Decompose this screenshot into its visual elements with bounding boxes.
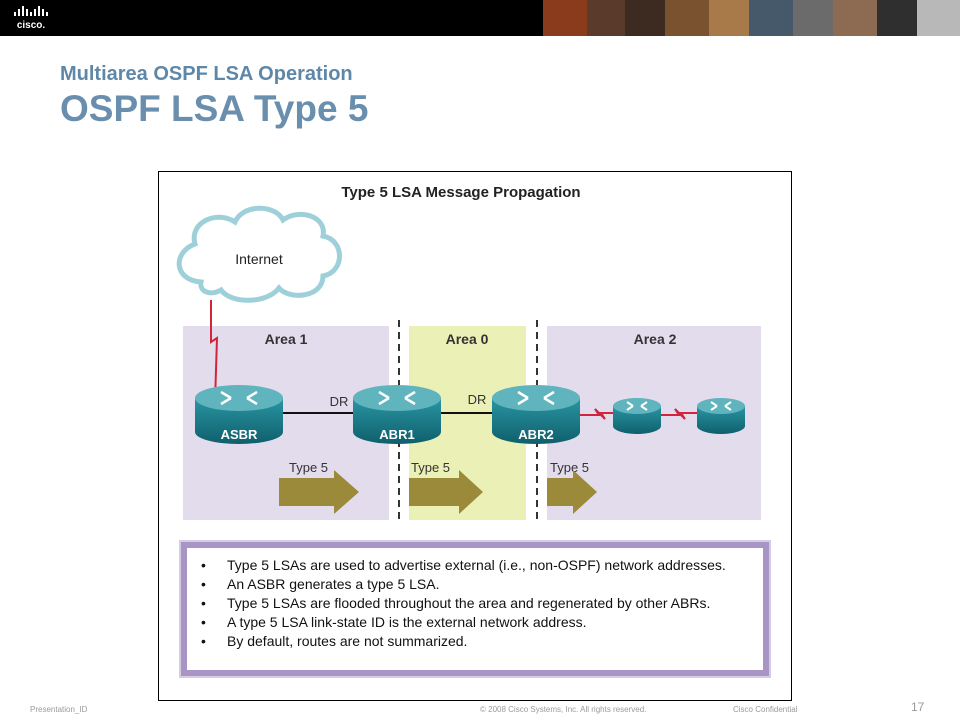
presentation-id: Presentation_ID [30, 705, 88, 714]
photo [793, 0, 833, 36]
slide-title: OSPF LSA Type 5 [60, 88, 369, 129]
type5-arrow-icon [547, 470, 597, 514]
router-area2-a [613, 398, 661, 434]
router-label: ABR1 [379, 427, 414, 442]
cisco-logo-text: cisco. [17, 20, 46, 31]
note-item: Type 5 LSAs are flooded throughout the a… [187, 594, 763, 613]
type5-arrow-icon [279, 470, 359, 514]
photo [877, 0, 917, 36]
note-item: An ASBR generates a type 5 LSA. [187, 575, 763, 594]
router-abr1: ABR1 [353, 385, 441, 444]
arrow-label: Type 5 [289, 460, 328, 475]
photo [749, 0, 793, 36]
serial-link [210, 300, 219, 403]
photo [665, 0, 709, 36]
copyright-text: © 2008 Cisco Systems, Inc. All rights re… [480, 705, 647, 714]
photo [917, 0, 960, 36]
router-arrows-icon [378, 390, 416, 406]
serial-link [661, 408, 697, 420]
confidential-text: Cisco Confidential [733, 705, 798, 714]
note-item: By default, routes are not summarized. [187, 632, 763, 651]
router-label: ASBR [221, 427, 258, 442]
photo [833, 0, 877, 36]
note-item: Type 5 LSAs are used to advertise extern… [187, 556, 763, 575]
arrow-label: Type 5 [411, 460, 450, 475]
photo [543, 0, 587, 36]
diagram-title: Type 5 LSA Message Propagation [341, 184, 580, 201]
notes-box: Type 5 LSAs are used to advertise extern… [181, 542, 769, 676]
photo-strip [543, 0, 960, 36]
photo [625, 0, 665, 36]
cloud-label: Internet [235, 251, 283, 267]
photo [709, 0, 749, 36]
router-arrows-icon [710, 401, 732, 411]
network-diagram: Type 5 LSA Message Propagation Internet … [176, 184, 761, 524]
router-arrows-icon [220, 390, 258, 406]
router-arrows-icon [517, 390, 555, 406]
page-number: 17 [911, 700, 925, 714]
router-asbr: ASBR [195, 385, 283, 444]
type5-arrow-icon [409, 470, 483, 514]
note-item: A type 5 LSA link-state ID is the extern… [187, 613, 763, 632]
diagram-figure: Type 5 LSA Message Propagation Internet … [158, 171, 792, 701]
area-2-label: Area 2 [634, 331, 677, 347]
router-area2-b [697, 398, 745, 434]
top-banner: cisco. [0, 0, 960, 36]
slide-subtitle: Multiarea OSPF LSA Operation [60, 63, 353, 85]
dr-label: DR [468, 392, 487, 407]
serial-link [579, 408, 613, 420]
area-1-label: Area 1 [265, 331, 308, 347]
area-0-label: Area 0 [446, 331, 489, 347]
dr-label: DR [330, 394, 349, 409]
internet-cloud: Internet [176, 205, 342, 303]
cisco-logo: cisco. [14, 6, 48, 31]
notes-list: Type 5 LSAs are used to advertise extern… [187, 548, 763, 651]
router-abr2: ABR2 [492, 385, 580, 444]
router-arrows-icon [626, 401, 648, 411]
arrow-label: Type 5 [550, 460, 589, 475]
router-label: ABR2 [518, 427, 553, 442]
photo [587, 0, 625, 36]
